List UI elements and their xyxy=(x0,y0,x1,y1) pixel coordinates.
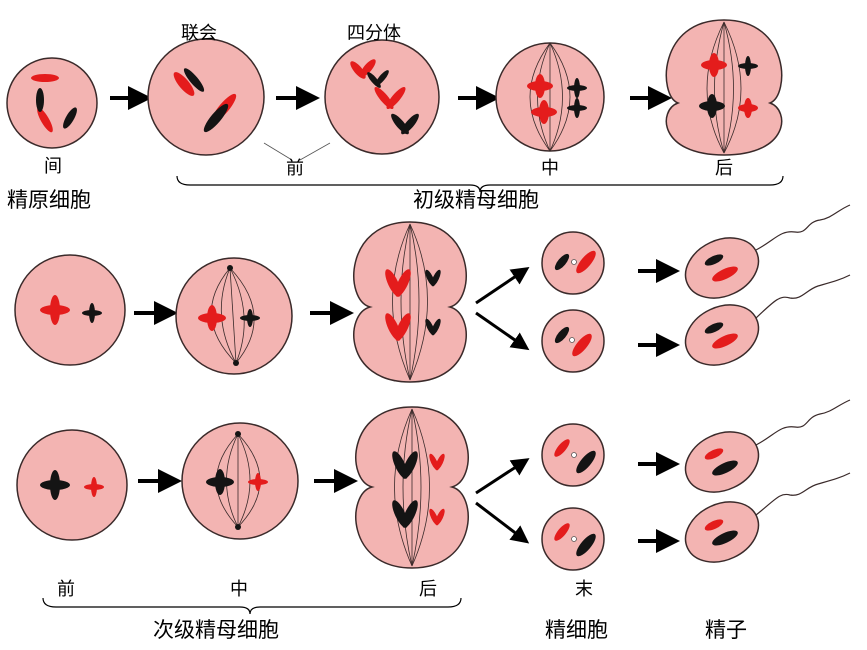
secondary-spermatocyte-brace xyxy=(42,597,462,615)
arrow xyxy=(475,458,530,495)
secondary-cell-anaphase-b xyxy=(355,406,469,569)
spermatid-cell xyxy=(541,231,605,295)
pointer-line xyxy=(299,142,331,161)
arrow xyxy=(475,501,530,544)
label-spermatogonium: 精原细胞 xyxy=(7,188,91,212)
synapsis-cell xyxy=(147,38,265,156)
primary-spermatocyte-brace xyxy=(176,175,784,193)
label-spermatid: 精细胞 xyxy=(545,618,608,642)
tetrad-cell xyxy=(324,39,440,155)
metaphase-i-cell xyxy=(495,42,605,152)
secondary-cell-prophase-a xyxy=(14,254,126,366)
label-metaphase-i: 中 xyxy=(541,158,559,179)
sperm-cell xyxy=(684,204,851,299)
label-prophase-i: 前 xyxy=(286,158,304,179)
arrow xyxy=(475,311,530,351)
secondary-cell-anaphase-a xyxy=(353,221,467,383)
label-secondary-spermatocyte: 次级精母细胞 xyxy=(153,618,279,642)
label-telophase-ii: 末 xyxy=(575,579,593,600)
spermatid-cell xyxy=(541,423,605,487)
spermatid-cell xyxy=(541,507,605,571)
sperm-cell xyxy=(684,472,851,563)
label-sperm: 精子 xyxy=(705,618,747,642)
spermatogonium-cell xyxy=(6,57,98,149)
label-anaphase-ii: 后 xyxy=(419,579,437,600)
label-metaphase-ii: 中 xyxy=(230,579,248,600)
secondary-cell-prophase-b xyxy=(16,429,128,541)
sperm-cell xyxy=(684,274,851,366)
label-prophase-ii: 前 xyxy=(57,579,75,600)
pointer-line xyxy=(263,142,293,161)
sperm-cell xyxy=(684,399,851,493)
label-anaphase-i: 后 xyxy=(715,158,733,179)
secondary-cell-metaphase-a xyxy=(175,257,293,375)
label-primary-spermatocyte: 初级精母细胞 xyxy=(413,188,539,212)
label-tetrad: 四分体 xyxy=(347,23,401,44)
label-synapsis: 联会 xyxy=(181,23,217,44)
anaphase-i-cell xyxy=(665,19,783,156)
label-interphase: 间 xyxy=(44,156,62,177)
arrow xyxy=(475,266,530,305)
secondary-cell-metaphase-b xyxy=(181,422,299,540)
spermatid-cell xyxy=(541,309,605,373)
